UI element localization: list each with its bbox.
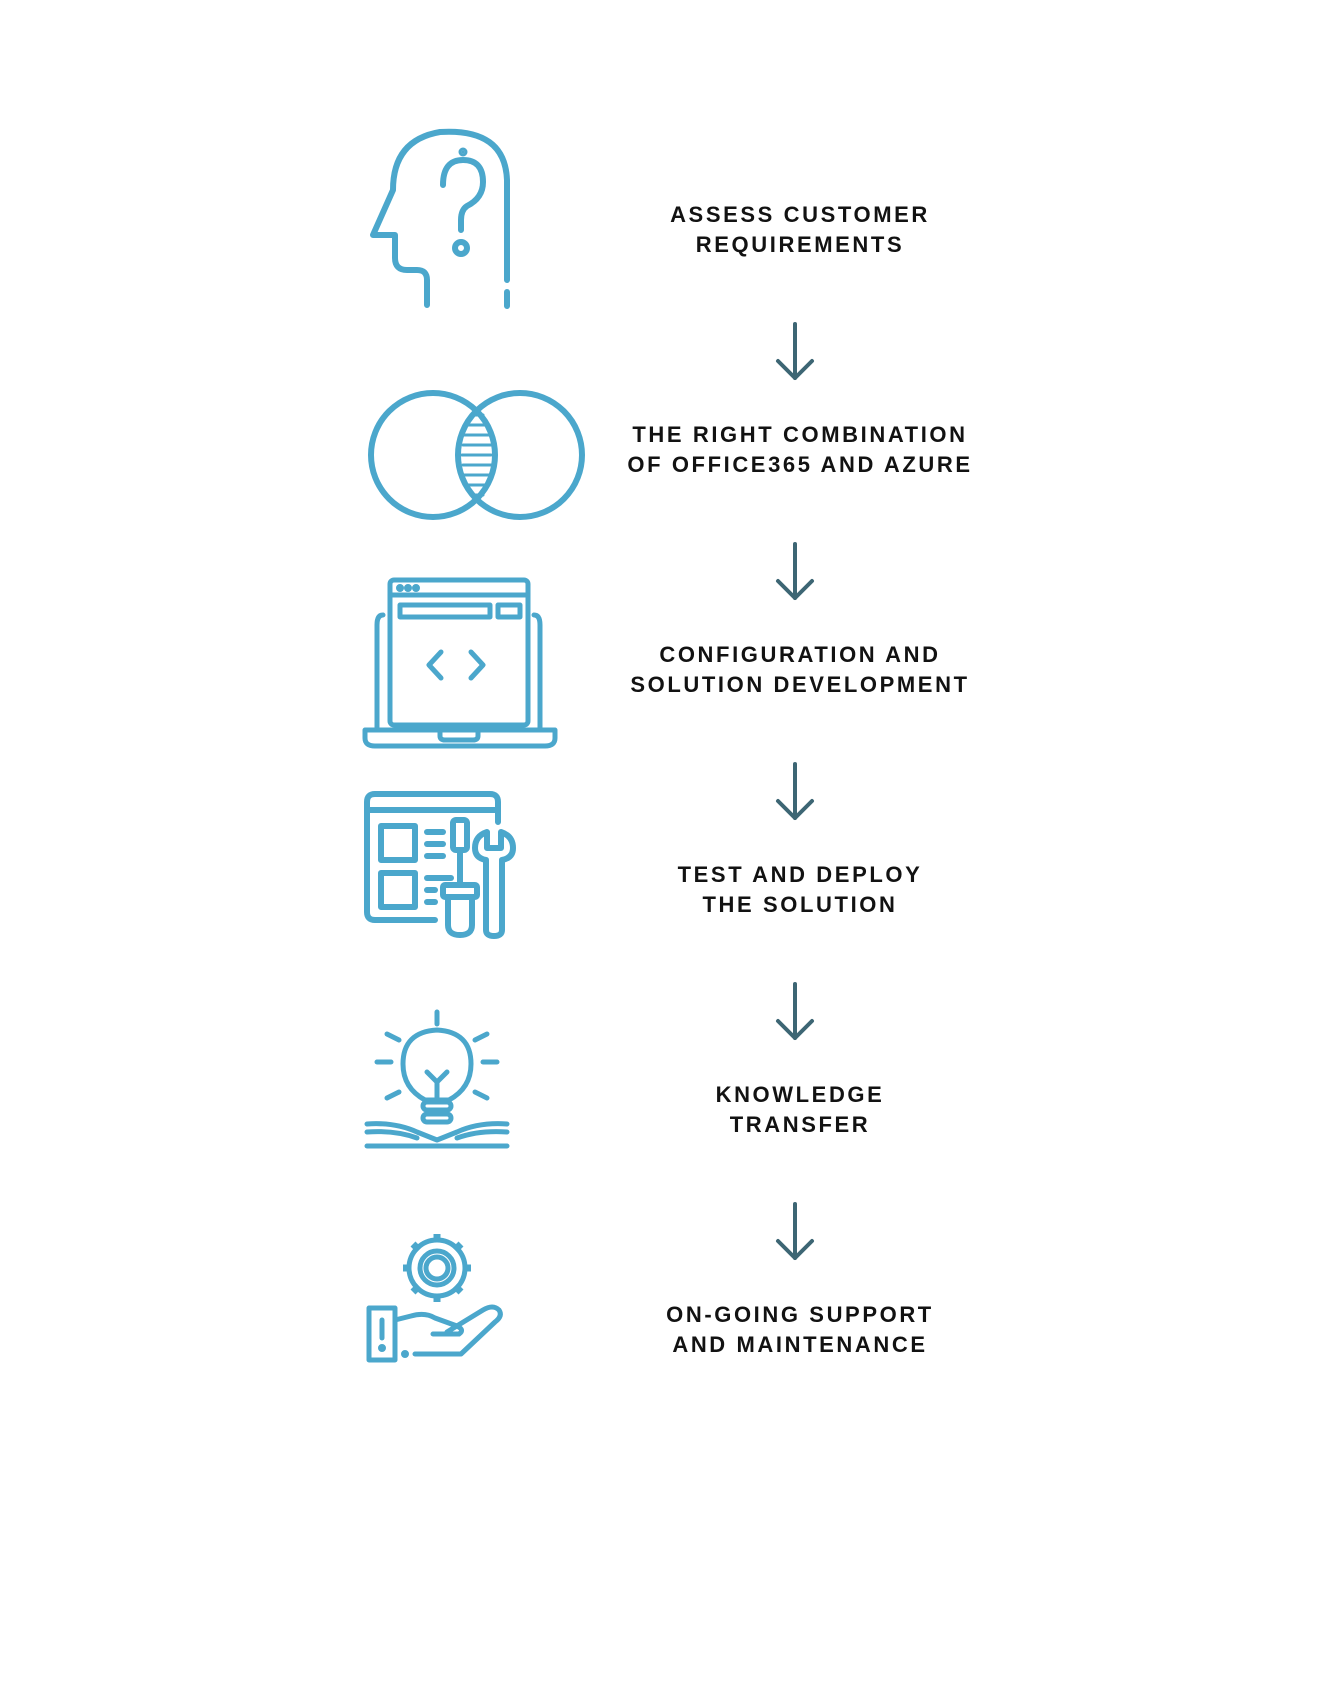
down-arrow-icon	[770, 758, 820, 828]
step-label: TEST AND DEPLOY THE SOLUTION	[580, 780, 1020, 1000]
step-assess: ASSESS CUSTOMER REQUIREMENTS	[0, 120, 1318, 340]
step-label-line2: TRANSFER	[729, 1112, 871, 1137]
step-label-line1: KNOWLEDGE	[715, 1082, 885, 1107]
down-arrow-icon	[770, 1198, 820, 1268]
step-label: CONFIGURATION AND SOLUTION DEVELOPMENT	[580, 560, 1020, 780]
step-support: ON-GOING SUPPORT AND MAINTENANCE	[0, 1220, 1318, 1440]
step-label: KNOWLEDGE TRANSFER	[580, 1000, 1020, 1220]
step-label-line1: ASSESS CUSTOMER	[670, 202, 930, 227]
head-question-icon	[355, 120, 595, 340]
step-label-line2: THE SOLUTION	[702, 892, 898, 917]
window-tools-icon	[355, 780, 595, 1000]
step-label-line1: THE RIGHT COMBINATION	[632, 422, 968, 447]
step-label-line1: ON-GOING SUPPORT	[666, 1302, 934, 1327]
down-arrow-icon	[770, 538, 820, 608]
lightbulb-book-icon	[355, 1000, 595, 1220]
step-label: THE RIGHT COMBINATION OF OFFICE365 AND A…	[580, 340, 1020, 560]
step-label-line1: TEST AND DEPLOY	[677, 862, 923, 887]
down-arrow-icon	[770, 978, 820, 1048]
step-knowledge: KNOWLEDGE TRANSFER	[0, 1000, 1318, 1220]
laptop-code-icon	[355, 560, 595, 780]
step-label-line2: SOLUTION DEVELOPMENT	[630, 672, 970, 697]
step-label-line2: AND MAINTENANCE	[672, 1332, 928, 1357]
venn-circles-icon	[355, 340, 595, 560]
step-configuration: CONFIGURATION AND SOLUTION DEVELOPMENT	[0, 560, 1318, 780]
step-label-line1: CONFIGURATION AND	[659, 642, 941, 667]
step-label: ASSESS CUSTOMER REQUIREMENTS	[580, 120, 1020, 340]
step-test-deploy: TEST AND DEPLOY THE SOLUTION	[0, 780, 1318, 1000]
hand-gear-icon	[355, 1220, 595, 1440]
step-label: ON-GOING SUPPORT AND MAINTENANCE	[580, 1220, 1020, 1440]
step-label-line2: OF OFFICE365 AND AZURE	[627, 452, 973, 477]
step-combination: THE RIGHT COMBINATION OF OFFICE365 AND A…	[0, 340, 1318, 560]
step-label-line2: REQUIREMENTS	[695, 232, 905, 257]
down-arrow-icon	[770, 318, 820, 388]
